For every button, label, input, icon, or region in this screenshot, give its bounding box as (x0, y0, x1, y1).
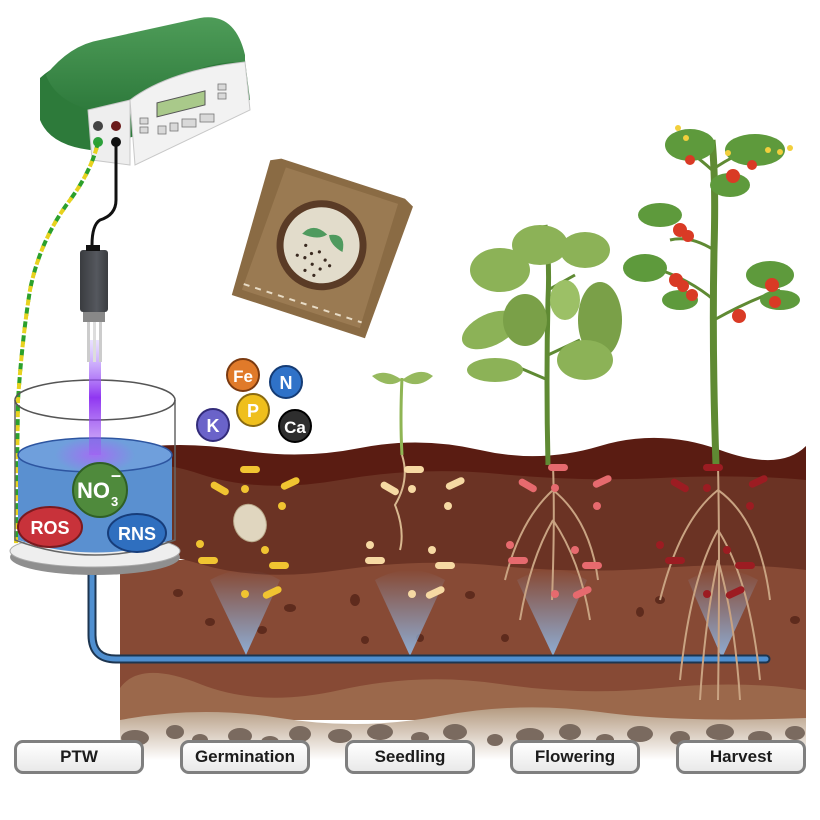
no3-subscript: 3 (111, 494, 118, 509)
ground-cable-yellow (14, 141, 100, 546)
terminal-red[interactable] (111, 121, 121, 131)
harvest-plant (623, 125, 800, 701)
stage-label-seedling: Seedling (345, 740, 475, 774)
tomato-flowers (675, 125, 793, 156)
irrigation-pipe-inner (89, 572, 769, 662)
soil-top-layer (120, 437, 806, 486)
panel-buttons[interactable] (139, 83, 227, 135)
nutrient-fe: Fe (226, 358, 260, 392)
ca-label: Ca (284, 418, 306, 437)
soil-mid-layer (120, 460, 806, 575)
species-no3: NO 3 – (72, 462, 128, 518)
spray-cone-seedling (375, 570, 445, 656)
rns-label: RNS (118, 524, 156, 544)
ptw-reactor[interactable]: NO 3 – ROS RNS (9, 340, 181, 575)
lcd-display (156, 90, 206, 118)
nutrient-ca: Ca (278, 409, 312, 443)
k-label: K (207, 416, 220, 436)
species-ros: ROS (17, 506, 83, 548)
n-label: N (280, 373, 293, 393)
terminal-black[interactable] (93, 121, 103, 131)
bacteria-flowering (506, 464, 612, 599)
stage-label-germination: Germination (180, 740, 310, 774)
spray-cone-flowering (517, 570, 587, 656)
fe-label: Fe (233, 367, 253, 386)
tomato-fruits (669, 155, 781, 323)
p-label: P (247, 401, 259, 421)
no3-superscript: – (111, 465, 121, 485)
nutrient-k: K (196, 408, 230, 442)
bacteria-harvest (656, 464, 768, 599)
seed-icon (233, 503, 267, 543)
stage-label-flowering: Flowering (510, 740, 640, 774)
hv-cable (90, 142, 118, 246)
ground-cable (14, 141, 100, 546)
power-supply-front-left (87, 99, 131, 166)
ros-label: ROS (30, 518, 69, 538)
plasma-jet (89, 340, 101, 455)
species-rns: RNS (107, 513, 167, 553)
germination-stage (196, 466, 300, 599)
stage-label-harvest: Harvest (676, 740, 806, 774)
nutrient-n: N (269, 365, 303, 399)
no3-label: NO (77, 478, 110, 503)
nutrient-cluster: Fe N P K Ca (196, 358, 312, 443)
nutrient-p: P (236, 393, 270, 427)
bacteria-seedling (365, 466, 465, 599)
fertilizer-bag-icon (231, 158, 413, 339)
flowering-plant (461, 224, 622, 621)
bacteria-germination (196, 466, 300, 599)
spray-cone-germination (210, 570, 280, 655)
stage-label-ptw: PTW (14, 740, 144, 774)
beaker-wall (14, 400, 176, 556)
plasma-power-supply[interactable] (40, 17, 251, 166)
power-supply-cover (46, 17, 245, 111)
plasma-jet-probe[interactable] (80, 245, 108, 362)
